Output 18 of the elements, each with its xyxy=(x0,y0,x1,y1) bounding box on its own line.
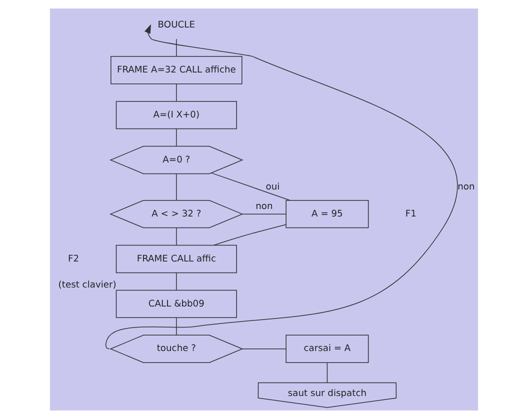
connector xyxy=(210,172,290,201)
arrow xyxy=(104,24,458,350)
connector xyxy=(212,224,286,246)
node-box: carsai = A xyxy=(285,334,368,363)
node-box: CALL &bb09 xyxy=(115,290,236,318)
node-text: BOUCLE xyxy=(157,20,195,31)
node-box: A=(I X+0) xyxy=(115,100,236,130)
node-label: (test clavier) xyxy=(58,280,116,291)
connector xyxy=(242,348,286,350)
label: F1 xyxy=(404,209,416,220)
edge-label: non xyxy=(255,202,272,212)
edge-label: oui xyxy=(265,182,280,192)
connector xyxy=(326,362,328,384)
edge-label: non xyxy=(457,182,474,192)
node-box: FRAME A=32 CALL affiche xyxy=(110,56,242,84)
label: F2 xyxy=(68,254,79,264)
node-box: FRAME CALL affic xyxy=(115,244,236,274)
node-box: A = 95 xyxy=(285,200,368,228)
